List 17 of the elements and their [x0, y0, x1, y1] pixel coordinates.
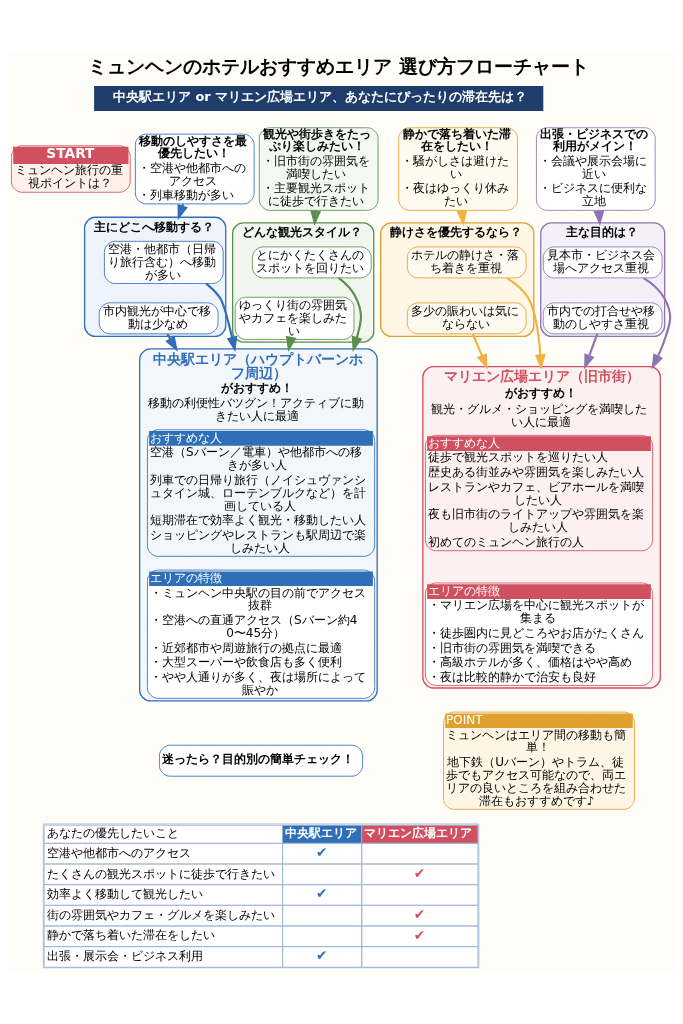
- label: 空港や他都市へのアクセス: [46, 845, 191, 860]
- label: ✔: [316, 843, 328, 860]
- label: ✔: [413, 905, 426, 922]
- diagram-title: ミュンヘンのホテルおすすめエリア 選び方フローチャート: [88, 55, 589, 78]
- label: 静かで落ち着いた滞在をしたい: [46, 928, 215, 943]
- label: あなたの優先したいこと: [46, 826, 179, 841]
- label: 効率よく移動して観光したい: [46, 887, 203, 902]
- label: 中央駅エリア or マリエン広場エリア、あなたにぴったりの滞在先は？: [113, 89, 528, 105]
- label: 街の雰囲気やカフェ・グルメを楽しみたい: [46, 907, 275, 922]
- label: ✔: [413, 864, 426, 881]
- label: マリエン広場エリア: [364, 825, 473, 840]
- label: ✔: [316, 885, 328, 902]
- label: ✔: [413, 926, 426, 943]
- label: ✔: [316, 947, 328, 964]
- label: たくさんの観光スポットに徒歩で行きたい: [46, 866, 275, 881]
- label: 中央駅エリア: [285, 825, 358, 840]
- label: 出張・展示会・ビジネス利用: [46, 949, 203, 964]
